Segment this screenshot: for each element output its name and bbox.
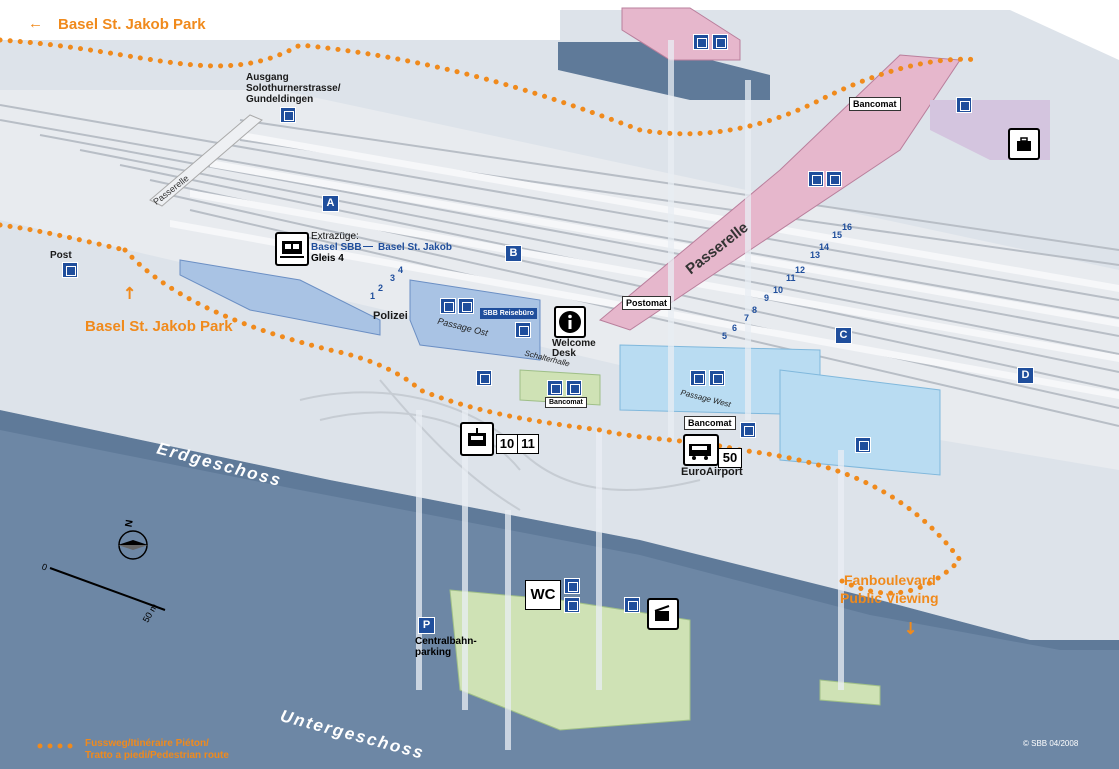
track-number: 2 (378, 283, 384, 293)
exit-label-line3: Gundeldingen (246, 94, 314, 105)
shop-icon (693, 34, 709, 50)
copyright-label: © SBB 04/2008 (1023, 739, 1079, 748)
locomotive-icon (275, 232, 309, 266)
welcome-desk-line2: Desk (552, 348, 576, 359)
legend-route-line1: Fussweg/Itinéraire Piéton/ (85, 738, 209, 749)
fanboulevard-label-line2: Public Viewing (840, 590, 939, 606)
track-number: 12 (795, 265, 806, 275)
parking-label-line1: Centralbahn- (415, 636, 477, 647)
shower-icon (564, 597, 580, 613)
police-label: Polizei (373, 310, 408, 322)
atm-label-mid: Bancomat (545, 397, 587, 408)
luggage-drop-icon (647, 598, 679, 630)
ticket-machine-icon (280, 107, 296, 123)
legend-route-line2: Tratto a piedi/Pedestrian route (85, 750, 229, 761)
post-label: Post (50, 250, 72, 261)
exchange-icon (740, 422, 756, 438)
airplane-icon (624, 597, 640, 613)
route-dash: — (363, 241, 373, 252)
service-icon (712, 34, 728, 50)
atm-label-top: Bancomat (849, 97, 901, 111)
sector-b-sign: B (505, 245, 522, 262)
service-icon (566, 380, 582, 396)
extra-route-to: Basel St. Jakob (378, 242, 452, 253)
destination-label-top: Basel St. Jakob Park (58, 16, 206, 33)
sector-c-sign: C (835, 327, 852, 344)
post-icon (62, 262, 78, 278)
taxi-icon (476, 370, 492, 386)
fanboulevard-label-line1: Fanboulevard (844, 572, 936, 588)
shop-icon (808, 171, 824, 187)
ticket-icon (547, 380, 563, 396)
tram-line-11: 11 (517, 434, 539, 454)
arrow-left-icon: ← (28, 15, 43, 32)
track-number: 10 (773, 285, 784, 295)
track-number: 5 (722, 331, 728, 341)
track-number: 14 (819, 242, 830, 252)
travel-agency-label: SBB Reisebüro (480, 308, 537, 319)
platform-label: Gleis 4 (311, 253, 344, 264)
sector-d-sign: D (1017, 367, 1034, 384)
extra-trains-label: Extrazüge: (311, 231, 359, 242)
extra-route-from: Basel SBB (311, 242, 362, 253)
track-number: 11 (786, 273, 796, 283)
parking-icon: P (418, 617, 435, 634)
sector-a-sign: A (322, 195, 339, 212)
euroairport-label: EuroAirport (681, 466, 743, 478)
track-number: 9 (764, 293, 770, 303)
track-number: 7 (744, 313, 750, 323)
track-number: 15 (832, 230, 843, 240)
luggage-locker-icon (1008, 128, 1040, 160)
postomat-label: Postomat (622, 296, 672, 310)
toilet-icon: WC (525, 580, 561, 610)
no-smoking-icon (855, 437, 871, 453)
service-icon (709, 370, 725, 386)
track-number: 13 (810, 250, 821, 260)
exit-label-line1: Ausgang (246, 72, 289, 83)
bus-line-50: 50 (718, 448, 742, 468)
tram-line-10: 10 (496, 434, 518, 454)
ticket-icon (515, 322, 531, 338)
service-icon (458, 298, 474, 314)
ticket-machine-icon (956, 97, 972, 113)
track-number: 1 (370, 291, 376, 301)
tram-icon (460, 422, 494, 456)
track-number: 16 (842, 222, 853, 232)
track-number: 4 (398, 265, 404, 275)
atm-label-west: Bancomat (684, 416, 736, 430)
shop-icon (690, 370, 706, 386)
bus-icon (683, 434, 719, 466)
track-number: 3 (390, 273, 396, 283)
destination-label-left: Basel St. Jakob Park (85, 318, 233, 335)
track-number: 6 (732, 323, 738, 333)
baby-change-icon (564, 578, 580, 594)
track-number: 8 (752, 305, 758, 315)
info-icon (554, 306, 586, 338)
exit-label-line2: Solothurnerstrasse/ (246, 83, 341, 94)
service-icon (826, 171, 842, 187)
welcome-desk-line1: Welcome (552, 338, 596, 349)
parking-label-line2: parking (415, 647, 452, 658)
shop-icon (440, 298, 456, 314)
